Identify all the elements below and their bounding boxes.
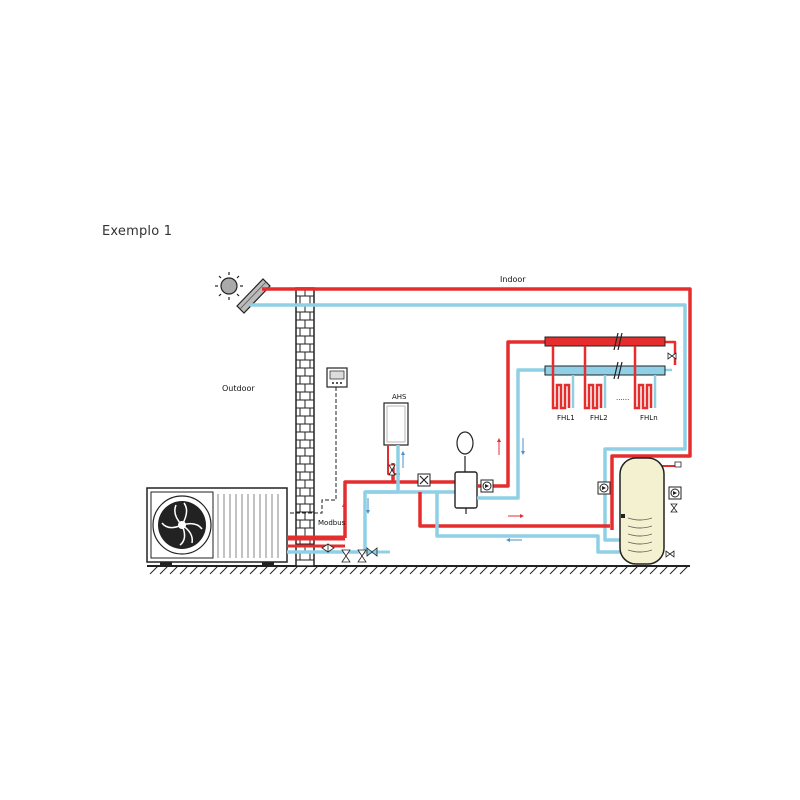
sun-icon	[215, 272, 243, 300]
buffer-tank	[454, 471, 478, 514]
fhl2-label: FHL2	[590, 414, 608, 422]
diagram-caption: Exemplo 1	[102, 224, 173, 239]
ground	[147, 565, 690, 575]
fhl1-label: FHL1	[557, 414, 575, 422]
outdoor-label: Outdoor	[222, 384, 255, 393]
circulation-pump-icon	[597, 481, 611, 495]
manifold	[544, 332, 666, 380]
modbus-label: Modbus	[318, 519, 346, 527]
boiler-ahs: AHS	[383, 393, 409, 446]
mixing-valve-icon	[417, 473, 431, 487]
floor-heating-loop	[551, 346, 657, 410]
expansion-vessel	[456, 431, 474, 472]
fhl-dots-label: ......	[616, 394, 629, 402]
solar-pipes	[250, 287, 692, 542]
circulation-pump-icon	[480, 479, 494, 493]
dhw-tank	[619, 457, 665, 565]
valve-icon	[321, 352, 682, 563]
indoor-label: Indoor	[500, 275, 526, 284]
flow-arrows	[342, 438, 525, 542]
heat-pump-outdoor-unit	[146, 487, 288, 566]
solar-panel-icon	[236, 278, 271, 314]
fhln-label: FHLn	[640, 414, 658, 422]
ahs-label: AHS	[392, 393, 407, 401]
brick-wall	[295, 287, 315, 567]
thermostat-controller	[288, 367, 348, 514]
circulation-pump-icon	[668, 486, 682, 500]
